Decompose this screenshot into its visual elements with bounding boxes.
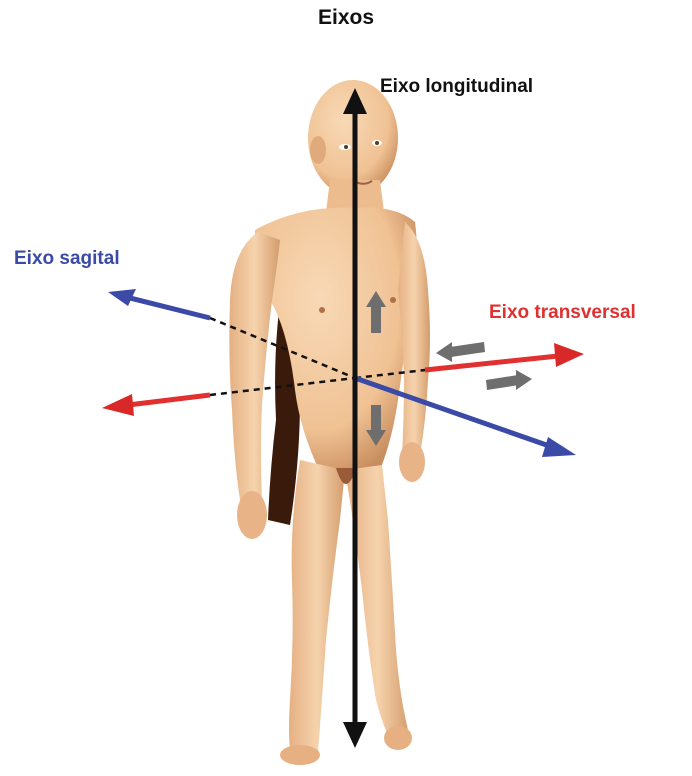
- ear: [310, 136, 326, 164]
- nipple-left: [319, 307, 325, 313]
- left-leg: [289, 460, 345, 752]
- transverse-arrowhead-left: [102, 394, 134, 416]
- transverse-arrowhead-right: [554, 343, 584, 367]
- right-foot: [384, 726, 412, 750]
- right-arm: [398, 222, 430, 456]
- transverse-axis-label: Eixo transversal: [489, 302, 636, 324]
- nipple-right: [390, 297, 396, 303]
- motion-arrow-right: [486, 370, 532, 390]
- sagittal-arrowhead-back: [108, 289, 136, 306]
- left-foot: [280, 745, 320, 765]
- human-figure: [229, 80, 430, 765]
- left-hand: [237, 491, 267, 539]
- right-hand: [399, 442, 425, 482]
- sagittal-arrowhead-front: [542, 437, 576, 457]
- sagittal-axis-label: Eixo sagital: [14, 248, 120, 270]
- longitudinal-axis-label: Eixo longitudinal: [380, 76, 533, 98]
- motion-arrow-left: [436, 342, 485, 362]
- longitudinal-arrowhead-bottom: [343, 722, 367, 748]
